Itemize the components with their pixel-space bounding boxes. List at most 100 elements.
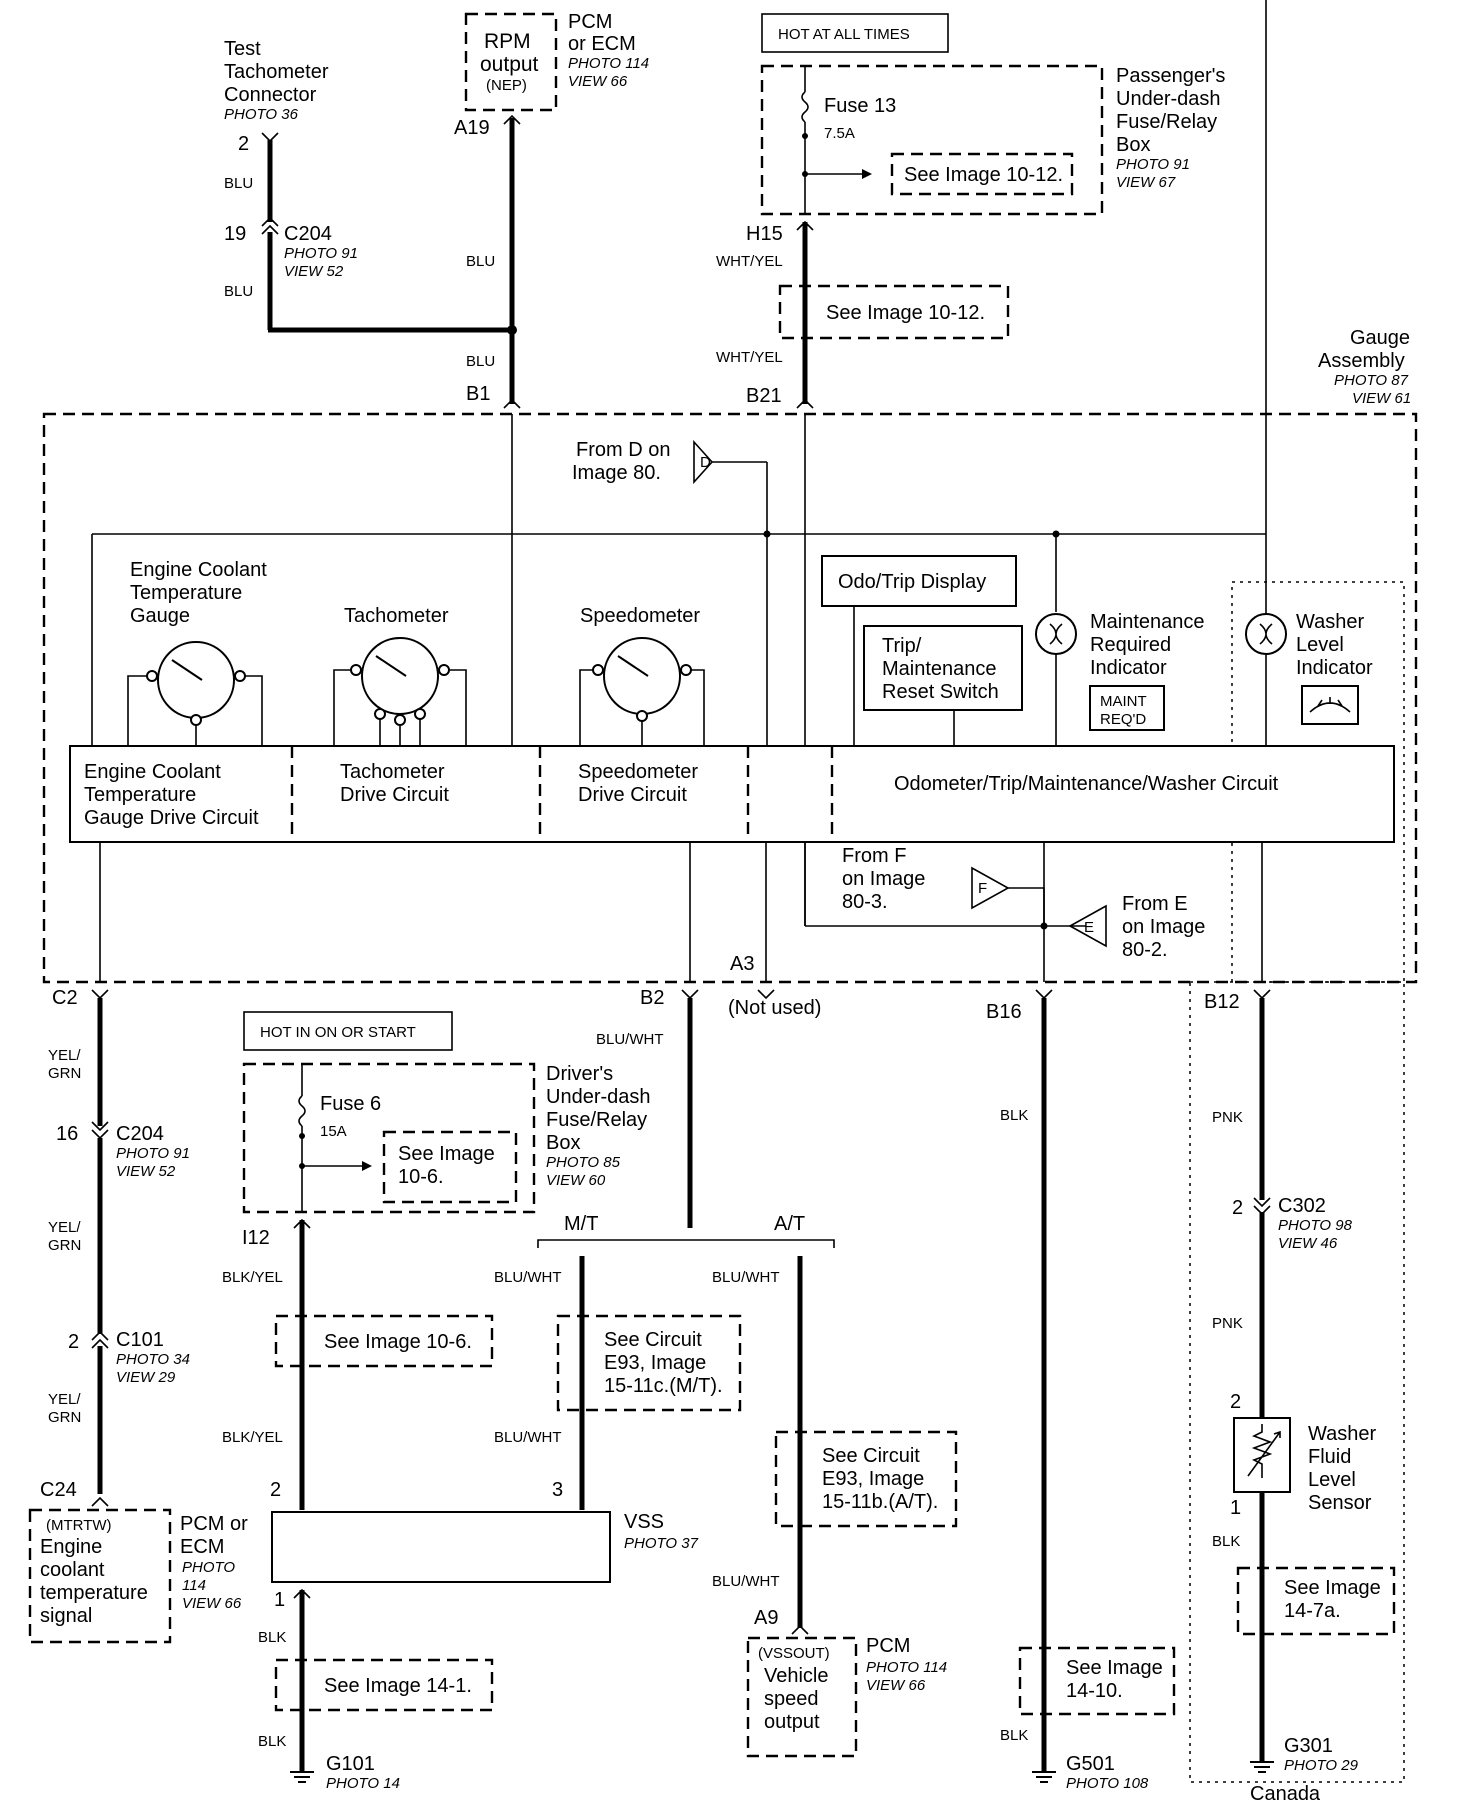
see-image-141-label: See Image 14-1. — [324, 1675, 472, 1697]
arrow-right-icon — [362, 1161, 372, 1171]
driver-box-label-3: Fuse/Relay — [546, 1109, 647, 1131]
see-147a-2: 14-7a. — [1284, 1600, 1341, 1622]
gauge-assembly-box — [42, 412, 1418, 984]
washer-sensor-4: Sensor — [1308, 1492, 1372, 1514]
vssout-4: output — [764, 1711, 820, 1733]
wire-pnk-1: PNK — [1212, 1109, 1243, 1126]
connector-terminal-icon — [261, 132, 279, 143]
connector-terminal-icon — [796, 398, 814, 409]
flag-e-icon — [1068, 904, 1107, 948]
pcm-left-label-1: PCM or — [180, 1513, 248, 1535]
c302-connector-icon — [1253, 1197, 1271, 1216]
tach-circuit-label-2: Drive Circuit — [340, 784, 449, 806]
test-tach-photo: PHOTO 36 — [224, 106, 299, 123]
pass-box-label-3: Fuse/Relay — [1116, 111, 1217, 133]
vssout-3: speed — [764, 1688, 819, 1710]
washer-indicator-bulb-icon — [1245, 613, 1287, 655]
pcm-bottom-photo: PHOTO 114 — [866, 1659, 947, 1676]
pin-2e: 2 — [1230, 1391, 1241, 1413]
wire-yelgrn-1a: YEL/ — [48, 1047, 81, 1064]
splice-dot — [802, 133, 808, 139]
see-image-box — [890, 152, 1074, 196]
ect-gauge-icon — [127, 641, 263, 746]
see-image-147a-box — [1236, 1566, 1396, 1636]
pin-a19: A19 — [454, 117, 490, 139]
see-image-1012-label: See Image 10-12. — [904, 164, 1063, 186]
maint-indicator-label-1: Maintenance — [1090, 611, 1205, 633]
wire-bluwht-5: BLU/WHT — [712, 1573, 780, 1590]
test-tach-label-3: Connector — [224, 84, 317, 106]
pass-box-photo: PHOTO 91 — [1116, 156, 1190, 173]
connector-terminal-icon — [681, 989, 699, 1000]
see-e93-mt-1: See Circuit — [604, 1329, 702, 1351]
wire-label-blu: BLU — [224, 175, 253, 192]
windshield-washer-icon — [1309, 697, 1351, 713]
odo-circuit-label: Odometer/Trip/Maintenance/Washer Circuit — [894, 773, 1279, 795]
vssout-2: Vehicle — [764, 1665, 829, 1687]
fuse-13-rating: 7.5A — [824, 125, 855, 142]
c302-view: VIEW 46 — [1278, 1235, 1338, 1252]
washer-sensor-1: Washer — [1308, 1423, 1377, 1445]
washer-indicator-label-1: Washer — [1296, 611, 1365, 633]
pin-2c: 2 — [270, 1479, 281, 1501]
c101-photo: PHOTO 34 — [116, 1351, 190, 1368]
see-e93-mt-3: 15-11c.(M/T). — [604, 1375, 723, 1397]
flag-f-icon — [971, 866, 1010, 910]
fuse-6-rating: 15A — [320, 1123, 347, 1140]
gauge-assembly-view: VIEW 61 — [1352, 390, 1411, 407]
c204b-view: VIEW 52 — [116, 1163, 176, 1180]
washer-indicator-label-3: Indicator — [1296, 657, 1373, 679]
test-tach-label-2: Tachometer — [224, 61, 329, 83]
wire-blk-3: BLK — [1000, 1107, 1028, 1124]
pin-a3: A3 — [730, 953, 754, 975]
c204-label: C204 — [284, 223, 332, 245]
see-1410-1: See Image — [1066, 1657, 1163, 1679]
pcm-top-photo: PHOTO 114 — [568, 55, 649, 72]
maint-indicator-label-2: Required — [1090, 634, 1171, 656]
pass-box-label-4: Box — [1116, 134, 1150, 156]
pcm-top-view: VIEW 66 — [568, 73, 628, 90]
wire-label-whtyel: WHT/YEL — [716, 253, 783, 270]
wire-blkyel-2: BLK/YEL — [222, 1429, 283, 1446]
pin-b16: B16 — [986, 1001, 1022, 1023]
pass-box-label-2: Under-dash — [1116, 88, 1221, 110]
gauge-assembly-label-1: Gauge — [1350, 327, 1410, 349]
pin-b2: B2 — [640, 987, 664, 1009]
passenger-fuse-box — [760, 64, 1104, 216]
ect-circuit-label-1: Engine Coolant — [84, 761, 221, 783]
g101-photo: PHOTO 14 — [326, 1775, 400, 1792]
odo-trip-display — [821, 555, 1017, 607]
c204-view: VIEW 52 — [284, 263, 344, 280]
wire-bluwht-4: BLU/WHT — [494, 1429, 562, 1446]
maint-reqd-badge — [1089, 685, 1165, 731]
wire-pnk-2-label: PNK — [1212, 1315, 1243, 1332]
pcm-left-photo: PHOTO — [182, 1559, 235, 1576]
see-147a-1: See Image — [1284, 1577, 1381, 1599]
ground-g101-icon — [290, 1771, 314, 1783]
from-e-label-2: on Image — [1122, 916, 1205, 938]
pin-1b: 1 — [1230, 1497, 1241, 1519]
wire-blk-5: BLK — [1212, 1533, 1240, 1550]
see-image-106-label: See Image 10-6. — [324, 1331, 472, 1353]
fuse-icon — [298, 1095, 306, 1127]
see-e93-at-2: E93, Image — [822, 1468, 924, 1490]
pin-h15: H15 — [746, 223, 783, 245]
from-e-label-1: From E — [1122, 893, 1188, 915]
c101-connector-icon — [91, 1330, 109, 1349]
ect-signal-2: Engine — [40, 1536, 102, 1558]
pass-box-label-1: Passenger's — [1116, 65, 1225, 87]
trip-switch-label-1: Trip/ — [882, 635, 922, 657]
driver-box-view: VIEW 60 — [546, 1172, 606, 1189]
pin-c24: C24 — [40, 1479, 77, 1501]
see-e93-at-1: See Circuit — [822, 1445, 920, 1467]
hot-at-all-times-box — [761, 13, 949, 53]
wire-yelgrn-3b: GRN — [48, 1409, 81, 1426]
test-tach-label-1: Test — [224, 38, 261, 60]
from-f-label-1: From F — [842, 845, 906, 867]
maintenance-indicator-bulb-icon — [1035, 613, 1077, 655]
tach-circuit-label-1: Tachometer — [340, 761, 445, 783]
washer-sensor-3: Level — [1308, 1469, 1356, 1491]
see-e93-at-3: 15-11b.(A/T). — [822, 1491, 938, 1513]
see-image-box-2 — [778, 284, 1010, 340]
rpm-label: RPM — [484, 30, 531, 53]
